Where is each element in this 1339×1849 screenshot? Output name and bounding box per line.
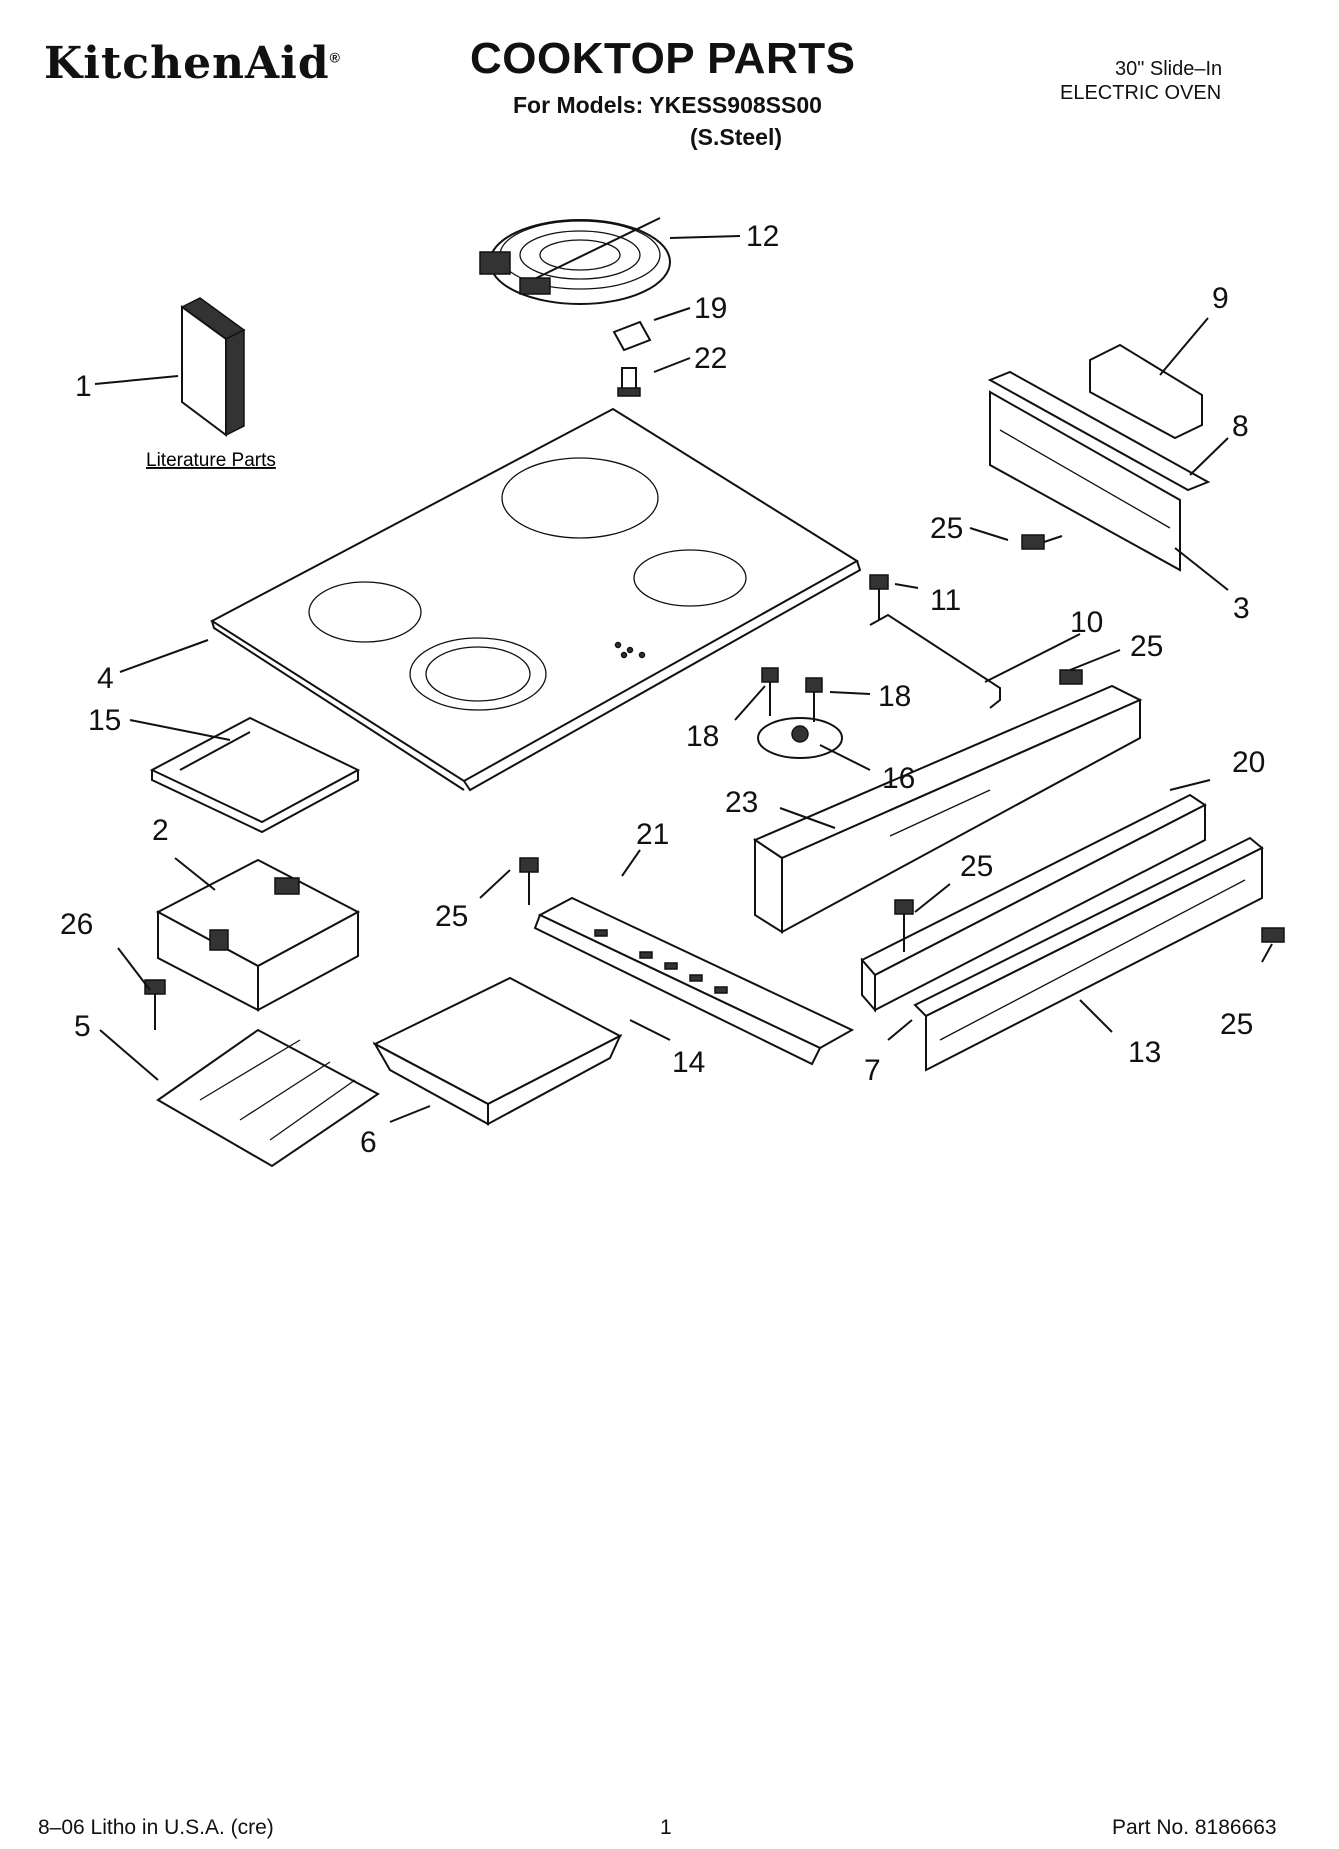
part-rail-20 — [860, 793, 1207, 1013]
callout-14: 14 — [672, 1046, 705, 1079]
callout-25b: 25 — [1130, 630, 1163, 663]
brand-name: KitchenAid — [44, 38, 330, 89]
callout-18a: 18 — [686, 720, 719, 753]
part-clip — [612, 320, 652, 352]
part-front-trim — [533, 896, 855, 1066]
models-line: For Models: YKESS908SS00 — [513, 92, 822, 118]
registered-mark: ® — [329, 49, 341, 66]
callout-21: 21 — [636, 818, 669, 851]
part-bracket-10 — [869, 613, 1001, 709]
part-screw-25d — [894, 899, 914, 952]
callout-23: 23 — [725, 786, 758, 819]
part-screw-26 — [144, 979, 166, 1030]
footer-litho: 8–06 Litho in U.S.A. (cre) — [38, 1816, 274, 1839]
callout-19: 19 — [694, 292, 727, 325]
callout-12: 12 — [746, 220, 779, 253]
part-screw-25a — [1021, 534, 1063, 550]
callout-leaders — [94, 235, 1273, 1123]
callout-22: 22 — [694, 342, 727, 375]
callout-8: 8 — [1232, 410, 1249, 443]
callout-5: 5 — [74, 1010, 91, 1043]
callout-25e: 25 — [1220, 1008, 1253, 1041]
callout-labels: 1 2 3 4 5 6 7 8 9 10 11 12 13 14 15 16 1… — [60, 220, 1265, 1159]
callout-9: 9 — [1212, 282, 1229, 315]
part-control-board — [149, 716, 361, 834]
callout-18b: 18 — [878, 680, 911, 713]
page-number: 1 — [660, 1816, 672, 1839]
callout-15: 15 — [88, 704, 121, 737]
callout-10: 10 — [1070, 606, 1103, 639]
part-radiant-element — [479, 217, 671, 305]
part-screw-25c — [1059, 669, 1083, 685]
callout-25d: 25 — [435, 900, 468, 933]
part-screw-11 — [869, 574, 889, 620]
callout-1: 1 — [75, 370, 92, 403]
product-type-line1: 30" Slide–In — [1115, 58, 1223, 80]
part-bracket-9 — [1089, 343, 1203, 440]
callout-6: 6 — [360, 1126, 377, 1159]
product-type-line2: ELECTRIC OVEN — [1060, 82, 1222, 104]
callout-26: 26 — [60, 908, 93, 941]
callout-25c: 25 — [960, 850, 993, 883]
callout-2: 2 — [152, 814, 169, 847]
part-control-box — [155, 858, 361, 1012]
part-mounting-plate — [156, 1028, 380, 1168]
callout-16: 16 — [882, 762, 915, 795]
part-vent-panel — [752, 684, 1143, 934]
callout-3: 3 — [1233, 592, 1250, 625]
literature-parts-label: Literature Parts — [146, 450, 276, 471]
part-screw-25e — [1261, 927, 1285, 943]
page-title: COOKTOP PARTS — [470, 34, 856, 83]
part-literature-book — [180, 297, 246, 437]
part-bottom-rail — [913, 836, 1264, 1072]
part-rear-rails — [987, 370, 1211, 572]
part-screw-25b — [519, 857, 539, 905]
callout-25a: 25 — [930, 512, 963, 545]
finish-line: (S.Steel) — [690, 124, 783, 150]
callout-13: 13 — [1128, 1036, 1161, 1069]
callout-7: 7 — [864, 1054, 881, 1087]
part-screw-18a — [761, 667, 779, 716]
part-screw-18b — [805, 677, 823, 722]
brand-logo: KitchenAid® — [44, 38, 341, 89]
callout-20: 20 — [1232, 746, 1265, 779]
part-tray — [372, 976, 623, 1126]
part-number: Part No. 8186663 — [1112, 1816, 1277, 1839]
part-screw-22 — [617, 367, 641, 397]
part-sensor — [757, 717, 843, 759]
callout-4: 4 — [97, 662, 114, 695]
part-glass-cooktop — [210, 407, 862, 792]
callout-11: 11 — [930, 584, 961, 617]
